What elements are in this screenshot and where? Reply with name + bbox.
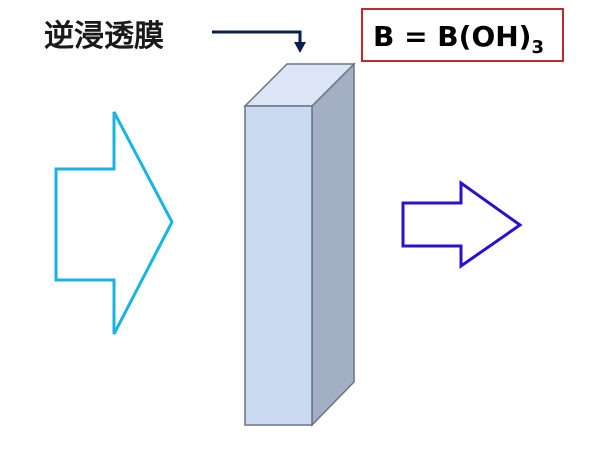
inflow-arrow-icon bbox=[54, 111, 174, 335]
outflow-arrow-icon bbox=[401, 180, 523, 269]
membrane-label: 逆浸透膜 bbox=[44, 19, 164, 54]
membrane-block bbox=[243, 62, 356, 427]
formula-text: B = B(OH)3 bbox=[373, 20, 544, 58]
leader-arrow-icon bbox=[212, 30, 306, 53]
membrane-side-face bbox=[311, 62, 355, 427]
formula-subscript: 3 bbox=[531, 37, 544, 58]
formula-base: B = B(OH) bbox=[373, 20, 531, 53]
membrane-front-face bbox=[244, 105, 313, 426]
formula-box: B = B(OH)3 bbox=[361, 8, 564, 62]
